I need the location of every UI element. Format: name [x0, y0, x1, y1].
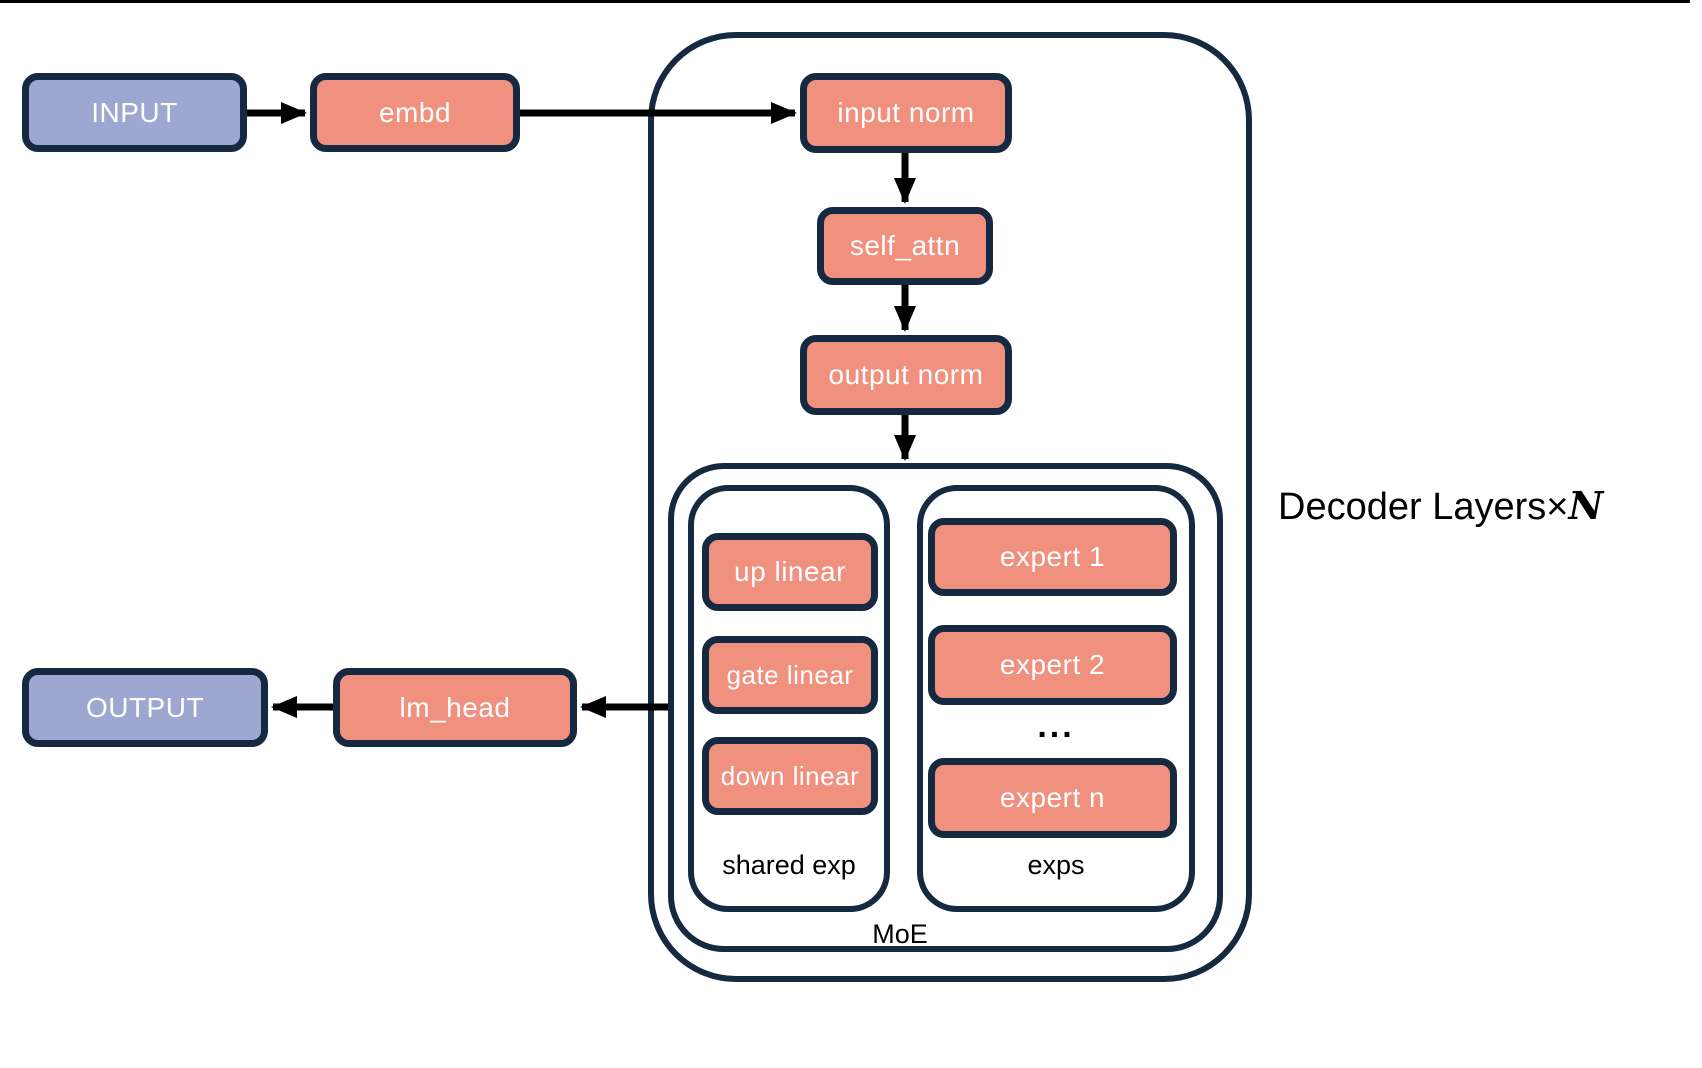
lm-head-node: lm_head — [333, 668, 577, 747]
gate-linear-node: gate linear — [702, 636, 878, 714]
input-node: INPUT — [22, 73, 247, 152]
moe-label: MoE — [872, 919, 928, 949]
exps-container — [917, 485, 1195, 912]
moe-container — [668, 463, 1223, 952]
up-linear-node: up linear — [702, 533, 878, 611]
embd-node: embd — [310, 73, 520, 152]
output-norm-node: output norm — [800, 335, 1012, 415]
times-symbol: × — [1546, 486, 1569, 528]
expert-1-node: expert 1 — [928, 518, 1177, 596]
n-variable: N — [1568, 483, 1604, 528]
self-attn-node: self_attn — [817, 207, 993, 285]
top-border-line — [0, 0, 1690, 3]
input-norm-node: input norm — [800, 73, 1012, 153]
decoder-layers-label: Decoder Layers×N — [1278, 483, 1603, 529]
experts-ellipsis: ... — [1037, 707, 1075, 745]
output-node: OUTPUT — [22, 668, 268, 747]
expert-n-node: expert n — [928, 758, 1177, 838]
down-linear-node: down linear — [702, 737, 878, 815]
expert-2-node: expert 2 — [928, 625, 1177, 705]
exps-label: exps — [1027, 850, 1085, 880]
decoder-layers-text: Decoder Layers — [1278, 486, 1547, 528]
shared-exp-label: shared exp — [722, 850, 856, 880]
shared-exp-container — [688, 485, 890, 912]
decoder-layers-container — [648, 32, 1252, 982]
